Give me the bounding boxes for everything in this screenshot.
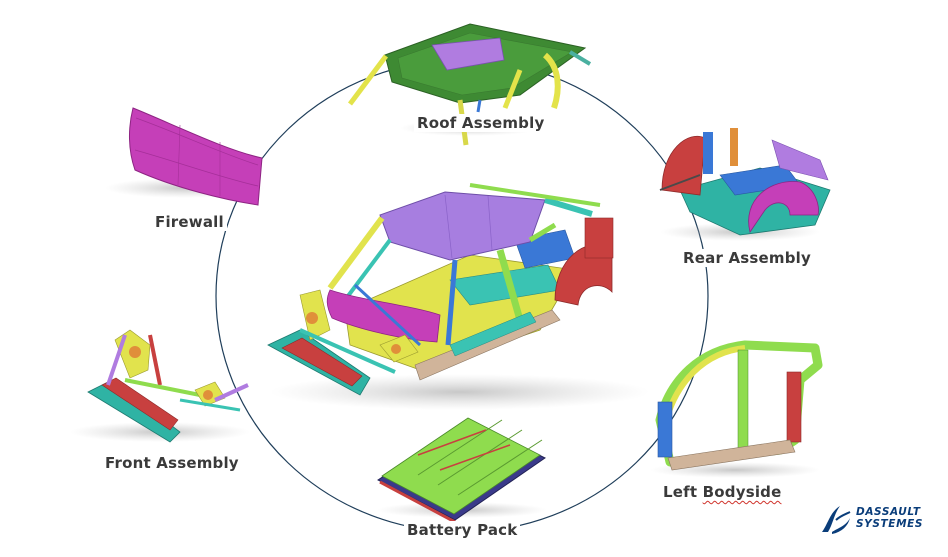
label-left-bodyside: Left Bodyside — [660, 483, 785, 501]
label-roof-assembly: Roof Assembly — [414, 114, 548, 132]
ds-logo-icon — [822, 506, 851, 534]
logo-wordmark: DASSAULT SYSTEMES — [856, 506, 923, 530]
dassault-systemes-logo: DASSAULT SYSTEMES — [818, 502, 940, 538]
label-left-bodyside-word: Bodyside — [702, 483, 782, 501]
rear-assembly-part — [659, 128, 831, 241]
logo-line-1: DASSAULT — [856, 506, 921, 518]
label-front-assembly: Front Assembly — [102, 454, 242, 472]
firewall-part — [105, 107, 265, 206]
label-battery-pack: Battery Pack — [404, 521, 521, 539]
main-body-in-white — [267, 183, 650, 410]
label-left-bodyside-prefix: Left — [663, 483, 703, 501]
logo-line-2: SYSTEMES — [856, 518, 924, 530]
left-bodyside-part — [650, 340, 823, 478]
battery-pack-part — [377, 417, 547, 524]
roof-assembly-part — [348, 23, 592, 146]
label-rear-assembly: Rear Assembly — [680, 249, 814, 267]
label-firewall: Firewall — [152, 213, 227, 231]
front-assembly-part — [70, 329, 250, 443]
